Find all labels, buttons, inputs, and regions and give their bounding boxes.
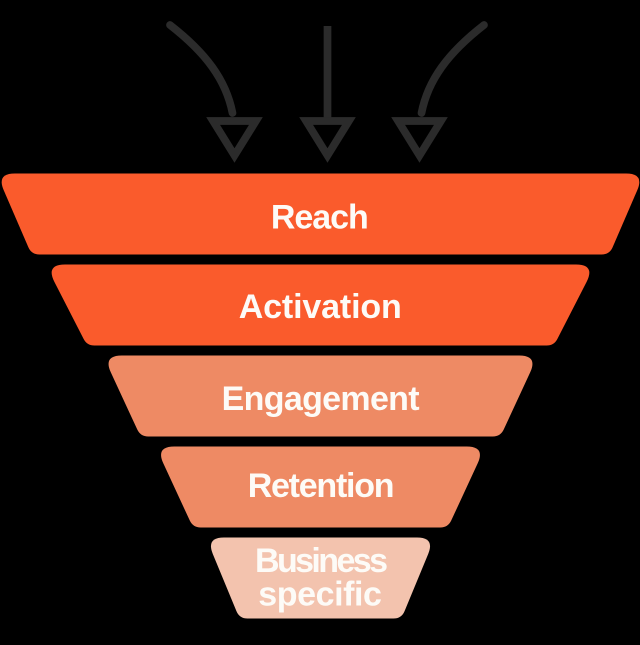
svg-text:specific: specific: [258, 576, 381, 614]
svg-text:Retention: Retention: [248, 467, 394, 505]
svg-text:Activation: Activation: [239, 288, 402, 326]
svg-text:Engagement: Engagement: [222, 380, 420, 418]
svg-text:Business: Business: [255, 542, 387, 580]
svg-text:Reach: Reach: [271, 199, 368, 237]
